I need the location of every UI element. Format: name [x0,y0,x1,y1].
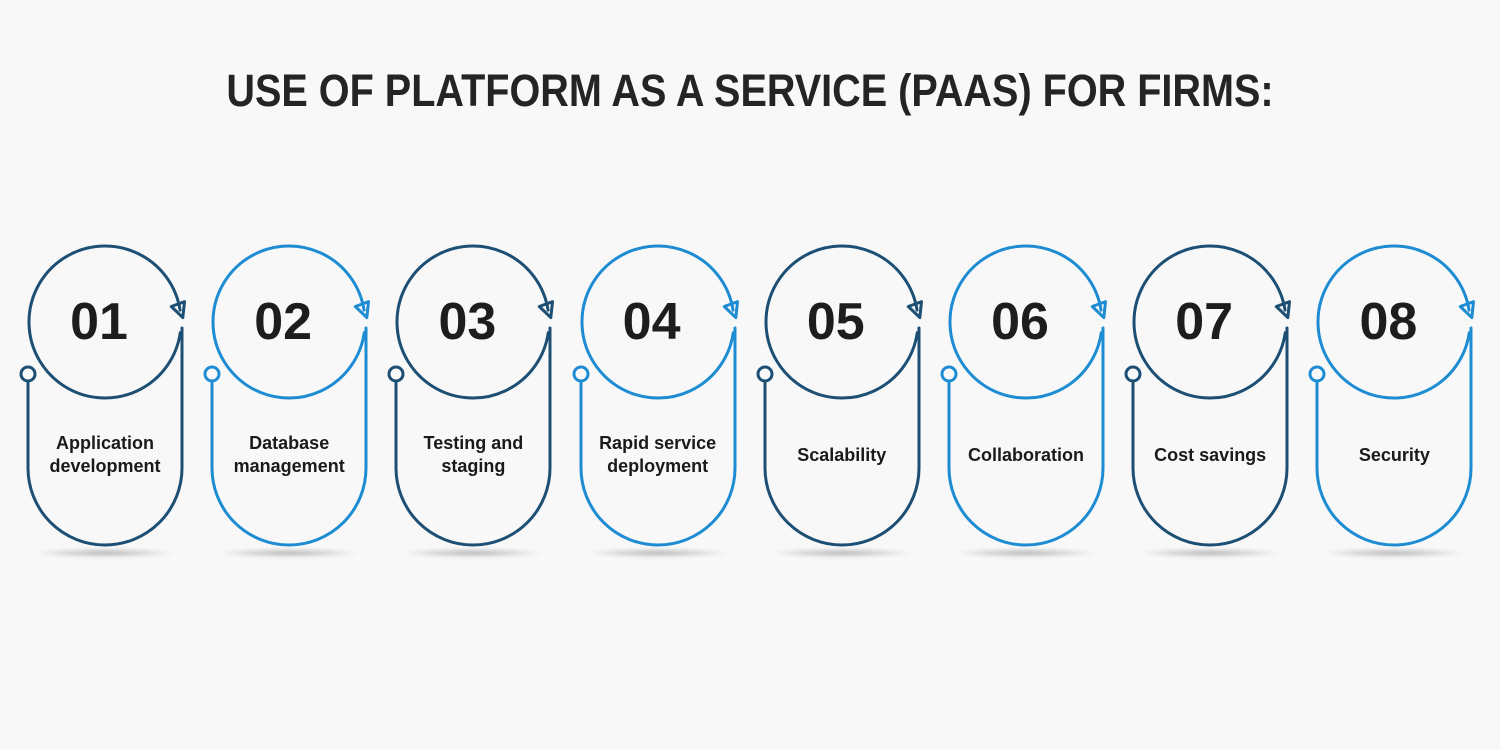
paas-item: 04 Rapid service deployment [563,230,753,570]
item-shadow [951,548,1101,558]
loop-shape [572,244,739,547]
item-label: Scalability [797,444,887,465]
item-number: 01 [70,293,128,351]
item-label: Application development [49,433,161,476]
loop-shape [756,244,923,547]
capsule-outline [1315,326,1473,547]
ring-icon [19,365,37,383]
loop-shape [19,244,186,547]
capsule-outline [947,326,1105,547]
ring-icon [1308,365,1326,383]
cycle-arc-icon [1316,244,1472,400]
arrowhead-icon [1090,300,1107,320]
item-label: Rapid service deployment [599,433,717,476]
paas-item: 03 Testing and staging [378,230,568,570]
arrowhead-icon [1459,300,1476,320]
item-label: Cost savings [1154,444,1267,465]
ring-icon [203,365,221,383]
item-number: 02 [254,293,313,351]
item-label: Security [1358,444,1430,465]
loop-shape [940,244,1107,547]
cycle-arc-icon [764,244,919,400]
ring-icon [756,365,774,383]
ring-icon [387,365,405,383]
cycle-arc-icon [27,244,182,400]
page-title: USE OF PLATFORM AS A SERVICE (PAAS) FOR … [226,65,1274,116]
cycle-arc-icon [580,244,735,400]
paas-item: 06 Collaboration [931,230,1121,570]
item-shadow [582,548,733,558]
item-shadow [30,548,180,558]
item-shadow [1135,548,1286,558]
cycle-arc-icon [948,244,1103,400]
item-number: 04 [622,293,681,351]
item-shadow [766,548,917,558]
cycle-arc-icon [1132,244,1287,400]
item-label: Testing and staging [423,433,524,476]
paas-item: 07 Cost savings [1115,230,1305,570]
item-shadow [398,548,549,558]
ring-icon [940,365,958,383]
paas-item: 01 Application development [10,230,200,570]
paas-item: 08 Security [1299,230,1489,570]
arrowhead-icon [1274,300,1292,320]
item-label: Database management [233,433,345,476]
arrowhead-icon [538,300,555,320]
loop-shape [1124,244,1292,547]
cycle-arc-icon [211,244,366,400]
loop-shape [203,244,371,547]
item-number: 03 [438,293,497,351]
arrowhead-icon [722,300,739,320]
item-number: 05 [806,293,865,351]
capsule-outline [1131,326,1289,547]
item-number: 08 [1359,293,1418,351]
cycle-arc-icon [395,244,551,400]
items-row: 01 Application development 02 Database m… [0,230,1500,590]
capsule-outline [394,326,552,547]
item-number: 06 [991,293,1049,351]
ring-icon [572,365,590,383]
ring-icon [1124,365,1142,383]
capsule-outline [763,326,921,547]
capsule-outline [210,326,368,547]
item-shadow [214,548,365,558]
loop-shape [387,244,555,547]
loop-shape [1308,244,1476,547]
arrowhead-icon [353,300,371,320]
arrowhead-icon [906,300,923,320]
item-number: 07 [1175,293,1234,351]
capsule-outline [26,326,184,547]
paas-item: 02 Database management [194,230,384,570]
item-label: Collaboration [968,444,1084,465]
capsule-outline [579,326,737,547]
arrowhead-icon [169,300,186,320]
item-shadow [1319,548,1470,558]
paas-item: 05 Scalability [747,230,937,570]
